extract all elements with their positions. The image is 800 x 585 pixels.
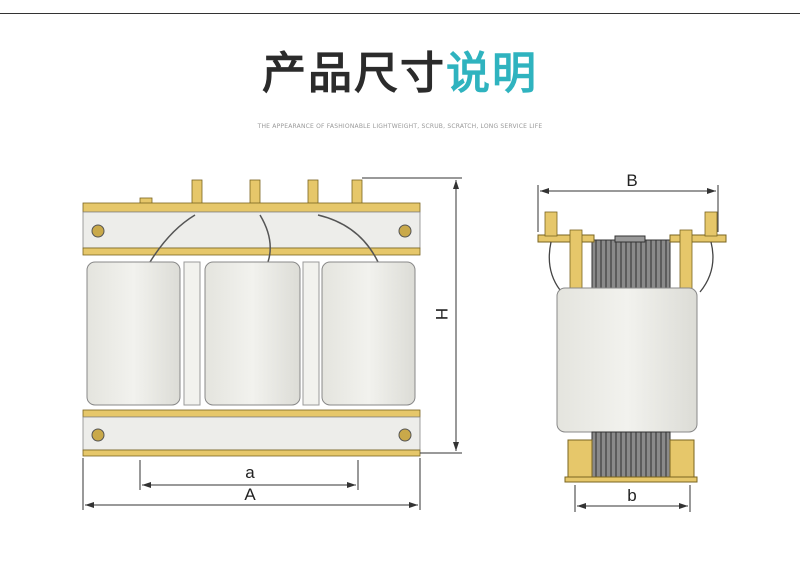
page-subtitle: THE APPEARANCE OF FASHIONABLE LIGHTWEIGH…	[257, 123, 543, 130]
front-dimensions	[82, 177, 462, 510]
bolt-icon	[398, 224, 412, 238]
coil-2	[204, 261, 301, 406]
title-part-dark: 产品尺寸	[262, 48, 446, 99]
bolt-icon	[398, 428, 412, 442]
coil-3	[321, 261, 416, 406]
top-divider	[0, 13, 800, 14]
top-brass-plate	[82, 202, 421, 213]
dim-label-b: b	[627, 486, 636, 505]
side-dimensions	[537, 185, 719, 512]
core-top	[591, 239, 671, 293]
coil-1	[86, 261, 181, 406]
side-view	[537, 211, 727, 483]
page-title: 产品尺寸说明	[0, 44, 800, 104]
bolt-icon	[91, 224, 105, 238]
dim-label-A: A	[244, 485, 256, 504]
dim-label-a: a	[245, 463, 255, 482]
dim-label-B: B	[626, 171, 637, 190]
top-yoke	[82, 211, 421, 249]
dim-label-H: H	[432, 308, 451, 320]
title-part-accent: 说明	[446, 48, 538, 99]
bolt-icon	[91, 428, 105, 442]
terminal-posts	[139, 179, 363, 207]
bottom-yoke	[82, 416, 421, 451]
core-bottom	[591, 431, 671, 478]
side-coil	[556, 287, 698, 433]
front-view	[82, 179, 421, 457]
side-terminals	[544, 211, 718, 291]
